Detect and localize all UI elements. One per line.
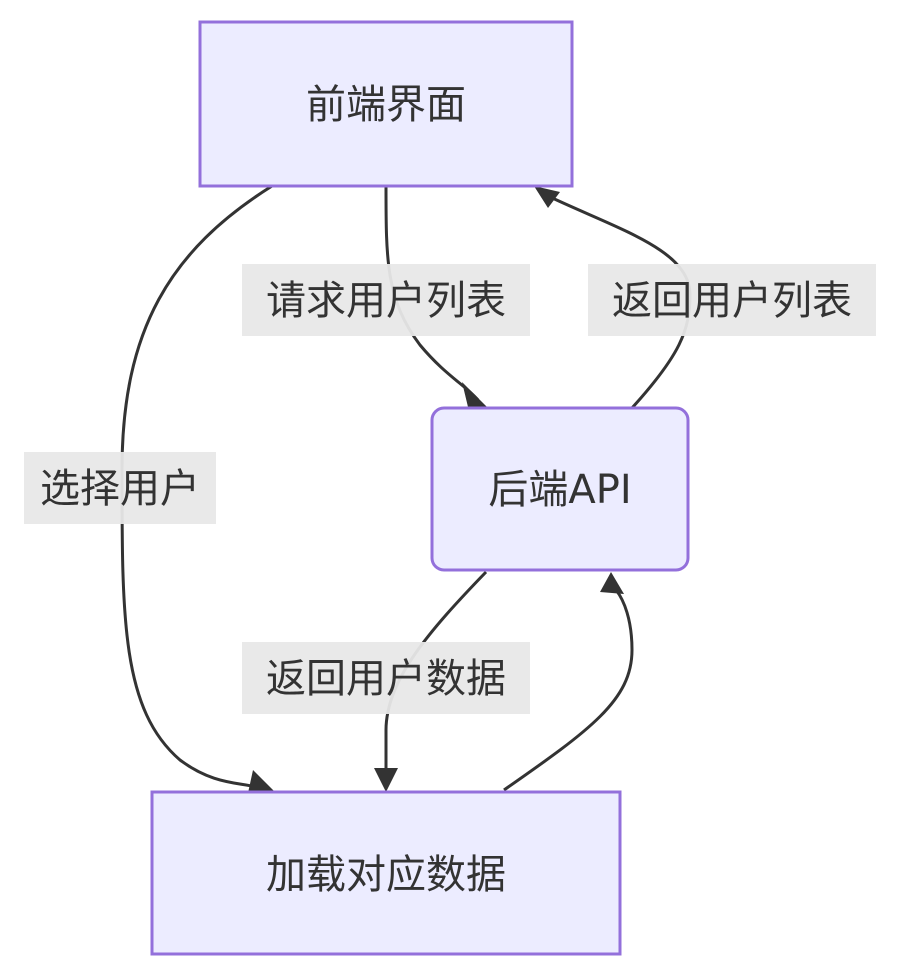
arrowhead-return-user-data xyxy=(374,768,398,792)
arrowhead-return-users xyxy=(534,186,560,208)
node-frontend-label: 前端界面 xyxy=(306,82,466,128)
label-bg-select-user xyxy=(24,452,216,524)
label-select-user: 选择用户 xyxy=(40,466,200,512)
label-request-users: 请求用户列表 xyxy=(266,278,506,324)
edge-labels: 请求用户列表 返回用户列表 选择用户 返回用户数据 xyxy=(24,264,876,714)
node-frontend: 前端界面 xyxy=(198,20,574,188)
node-load-label: 加载对应数据 xyxy=(266,852,506,898)
label-return-users: 返回用户列表 xyxy=(612,278,852,324)
label-return-user-data: 返回用户数据 xyxy=(266,656,506,702)
label-bg-return-user-data xyxy=(242,642,530,714)
arrowhead-request-users xyxy=(462,382,487,407)
arrowhead-select-user xyxy=(248,770,276,793)
label-bg-request-users xyxy=(242,264,530,336)
label-bg-return-users xyxy=(588,264,876,336)
node-load: 加载对应数据 xyxy=(150,790,622,956)
node-backend-label: 后端API xyxy=(488,467,631,513)
edge-select-user xyxy=(120,184,273,794)
node-backend: 后端API xyxy=(430,406,690,572)
edge-load-to-backend xyxy=(503,589,634,792)
arrowhead-load-to-backend xyxy=(600,572,624,594)
